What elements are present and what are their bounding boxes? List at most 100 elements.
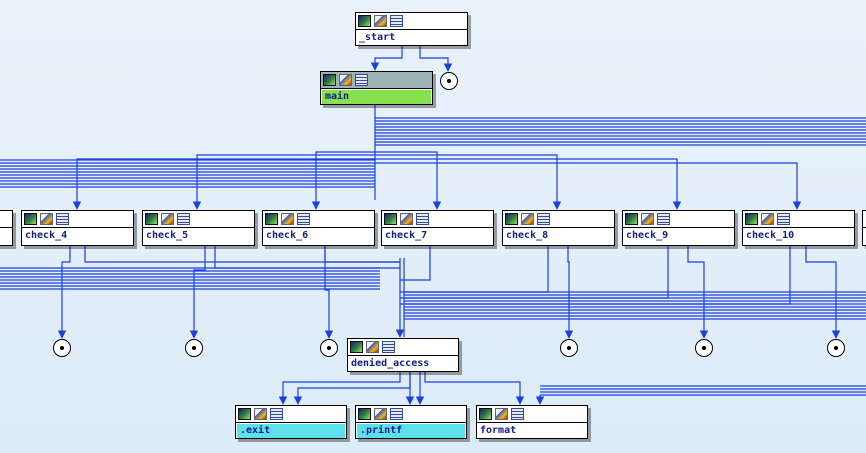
edit-icon[interactable] bbox=[400, 213, 413, 225]
edge-check9-stub bbox=[687, 246, 709, 339]
edge-check5-stub bbox=[189, 246, 206, 339]
edge-check8-stub bbox=[564, 246, 574, 339]
node-check-9-header bbox=[623, 211, 734, 228]
graph-view-icon[interactable] bbox=[350, 341, 363, 353]
graph-view-icon[interactable] bbox=[745, 213, 758, 225]
graph-view-icon[interactable] bbox=[323, 74, 336, 86]
edge-check4-stub bbox=[57, 246, 71, 339]
node-exit[interactable]: .exit bbox=[235, 405, 347, 439]
node-partial-left-label bbox=[0, 228, 12, 244]
collapsed-node-stub[interactable] bbox=[185, 339, 203, 357]
node-main-header bbox=[321, 72, 432, 89]
node-printf-header bbox=[356, 406, 466, 423]
node-printf-label: .printf bbox=[357, 424, 465, 438]
xref-icon[interactable] bbox=[416, 213, 429, 225]
node-start-label: _start bbox=[359, 32, 396, 43]
edge-start-to-stub bbox=[419, 46, 453, 72]
edge-denied-to-format bbox=[424, 372, 525, 405]
node-denied-access[interactable]: denied_access bbox=[347, 338, 459, 372]
xref-icon[interactable] bbox=[297, 213, 310, 225]
xref-icon[interactable] bbox=[511, 408, 524, 420]
node-format[interactable]: format bbox=[476, 405, 588, 439]
graph-view-icon[interactable] bbox=[145, 213, 158, 225]
node-exit-header bbox=[236, 406, 346, 423]
node-start[interactable]: _start bbox=[355, 12, 468, 46]
collapsed-node-stub[interactable] bbox=[695, 339, 713, 357]
edit-icon[interactable] bbox=[339, 74, 352, 86]
edge-main-to-check_10 bbox=[375, 162, 802, 210]
edge-check-to-denied bbox=[214, 246, 400, 269]
collapsed-node-stub[interactable] bbox=[320, 339, 338, 357]
edge-denied-to-exit-b bbox=[293, 372, 411, 405]
node-check-6-label: check_6 bbox=[266, 230, 309, 241]
node-check-8[interactable]: check_8 bbox=[502, 210, 615, 246]
xref-icon[interactable] bbox=[537, 213, 550, 225]
node-main[interactable]: main bbox=[320, 71, 433, 105]
node-check-5[interactable]: check_5 bbox=[142, 210, 255, 246]
node-check-10[interactable]: check_10 bbox=[742, 210, 855, 246]
graph-view-icon[interactable] bbox=[358, 15, 371, 27]
node-exit-label: .exit bbox=[237, 424, 345, 438]
node-check-4-header bbox=[22, 211, 133, 228]
node-check-8-label: check_8 bbox=[506, 230, 549, 241]
edit-icon[interactable] bbox=[641, 213, 654, 225]
node-denied-access-label: denied_access bbox=[351, 358, 430, 369]
node-check-5-label: check_5 bbox=[146, 230, 189, 241]
graph-view-icon[interactable] bbox=[384, 213, 397, 225]
edge-check-to-denied bbox=[400, 246, 549, 293]
node-partial-right[interactable] bbox=[862, 210, 866, 246]
xref-icon[interactable] bbox=[382, 341, 395, 353]
edit-icon[interactable] bbox=[254, 408, 267, 420]
xref-icon[interactable] bbox=[355, 74, 368, 86]
graph-view-icon[interactable] bbox=[479, 408, 492, 420]
edge-main-to-check_9 bbox=[375, 158, 682, 210]
graph-view-icon[interactable] bbox=[265, 213, 278, 225]
edit-icon[interactable] bbox=[521, 213, 534, 225]
graph-view-icon[interactable] bbox=[505, 213, 518, 225]
collapsed-node-stub[interactable] bbox=[53, 339, 71, 357]
graph-view-icon[interactable] bbox=[238, 408, 251, 420]
edge-main-to-check_6 bbox=[311, 151, 375, 210]
edge-check-to-denied bbox=[324, 246, 400, 263]
edit-icon[interactable] bbox=[366, 341, 379, 353]
edit-icon[interactable] bbox=[374, 15, 387, 27]
edit-icon[interactable] bbox=[161, 213, 174, 225]
edit-icon[interactable] bbox=[374, 408, 387, 420]
graph-view-icon[interactable] bbox=[625, 213, 638, 225]
xref-icon[interactable] bbox=[657, 213, 670, 225]
node-partial-right-header bbox=[863, 211, 866, 228]
edit-icon[interactable] bbox=[281, 213, 294, 225]
xref-icon[interactable] bbox=[56, 213, 69, 225]
node-denied-access-header bbox=[348, 339, 458, 356]
xref-icon[interactable] bbox=[777, 213, 790, 225]
collapsed-node-stub[interactable] bbox=[560, 339, 578, 357]
xref-icon[interactable] bbox=[390, 15, 403, 27]
node-check-10-header bbox=[743, 211, 854, 228]
edge-start-to-main bbox=[370, 46, 403, 71]
xref-icon[interactable] bbox=[390, 408, 403, 420]
node-partial-left[interactable] bbox=[0, 210, 13, 246]
edge-check10-stub bbox=[805, 246, 841, 339]
node-check-9[interactable]: check_9 bbox=[622, 210, 735, 246]
node-check-6-header bbox=[263, 211, 374, 228]
graph-view-icon[interactable] bbox=[358, 408, 371, 420]
xref-icon[interactable] bbox=[270, 408, 283, 420]
node-format-label: format bbox=[480, 425, 517, 436]
edge-main-to-check_8 bbox=[375, 154, 562, 210]
node-start-header bbox=[356, 13, 467, 30]
node-printf[interactable]: .printf bbox=[355, 405, 467, 439]
edit-icon[interactable] bbox=[495, 408, 508, 420]
graph-view-icon[interactable] bbox=[24, 213, 37, 225]
node-check-4[interactable]: check_4 bbox=[21, 210, 134, 246]
xref-icon[interactable] bbox=[177, 213, 190, 225]
edge-check-to-denied bbox=[400, 246, 431, 281]
node-check-7[interactable]: check_7 bbox=[381, 210, 494, 246]
edit-icon[interactable] bbox=[40, 213, 53, 225]
collapsed-node-stub[interactable] bbox=[827, 339, 845, 357]
node-check-6[interactable]: check_6 bbox=[262, 210, 375, 246]
collapsed-node-stub[interactable] bbox=[440, 72, 458, 90]
node-partial-left-header bbox=[0, 211, 12, 228]
edit-icon[interactable] bbox=[761, 213, 774, 225]
node-check-8-header bbox=[503, 211, 614, 228]
